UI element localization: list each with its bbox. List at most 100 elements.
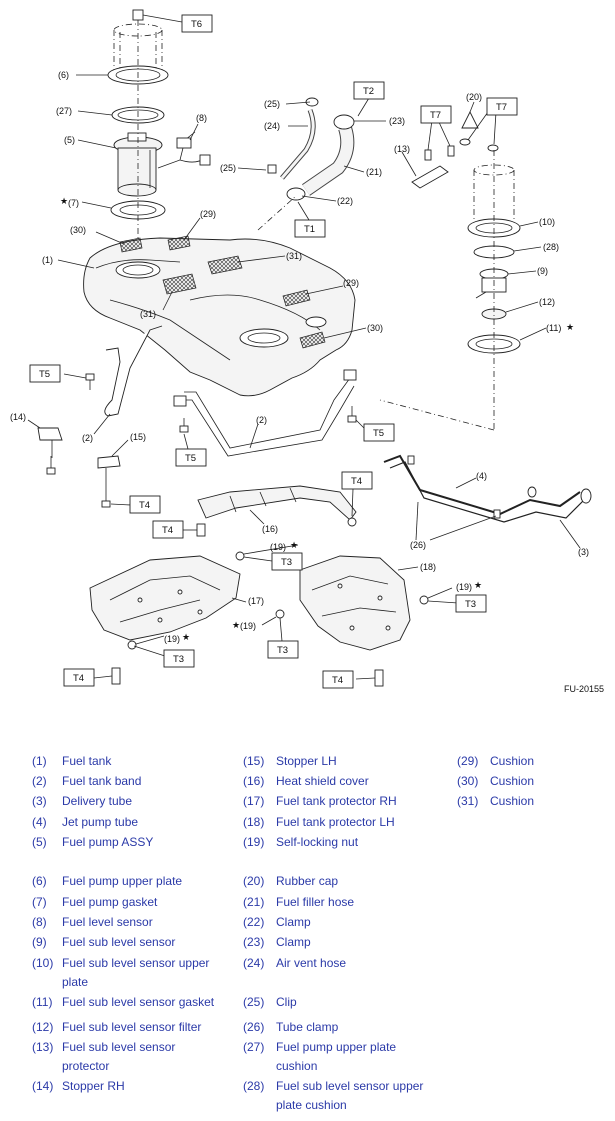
callout-5: (5) — [64, 135, 75, 145]
svg-text:T3: T3 — [465, 599, 476, 610]
legend-item-name: Stopper RH — [62, 1079, 125, 1093]
torque-box-t1: T1 — [294, 219, 326, 238]
cushion-30-pad — [119, 237, 143, 253]
svg-text:T2: T2 — [363, 86, 374, 97]
nut-icon — [235, 551, 245, 561]
legend-item-number: (29) — [457, 754, 479, 768]
legend-item-number: (12) — [32, 1020, 54, 1034]
legend-item-name-continued: cushion — [276, 1059, 318, 1073]
bolt-icon — [179, 418, 189, 433]
sub-level-sensor-stack — [379, 110, 521, 431]
callout-24: (24) — [264, 121, 280, 131]
torque-boxes: T6 T2 T7 T7 T1 T5 T5 T5 T4 T4 T4 T3 T3 T… — [29, 14, 518, 689]
callout-6: (6) — [58, 70, 69, 80]
callout-numbers: (6) (27) (5) (8) ★ (7) (30) (29) (1) (31… — [10, 70, 589, 644]
legend-item-name: Fuel sub level sensor gasket — [62, 995, 215, 1009]
legend-item-number: (25) — [243, 995, 265, 1009]
ring-nut-icon — [132, 9, 144, 21]
callout-2: (2) — [256, 415, 267, 425]
callout-21: (21) — [366, 167, 382, 177]
legend-item-number: (16) — [243, 774, 265, 788]
svg-text:T4: T4 — [139, 500, 150, 511]
callout-7: (7) — [68, 198, 79, 208]
legend-item-name: Stopper LH — [276, 754, 337, 768]
svg-text:T7: T7 — [496, 102, 507, 113]
legend-item-number: (31) — [457, 794, 479, 808]
callout-19: (19) — [240, 621, 256, 631]
torque-box-t4: T4 — [129, 495, 161, 514]
torque-box-t4: T4 — [322, 670, 354, 689]
fuel-level-sensor — [157, 131, 211, 169]
legend-item-name: Fuel sub level sensor filter — [62, 1020, 202, 1034]
legend-item-name: Cushion — [490, 754, 535, 768]
svg-text:T7: T7 — [430, 110, 441, 121]
torque-box-t5: T5 — [363, 423, 395, 442]
callout-16: (16) — [262, 524, 278, 534]
torque-box-t5: T5 — [175, 448, 207, 467]
bolt-icon — [374, 669, 384, 687]
pump-opening — [115, 261, 161, 279]
legend-item-name: Fuel level sensor — [62, 915, 153, 929]
svg-text:T4: T4 — [332, 675, 343, 686]
fuel-tank — [83, 235, 356, 397]
nut-icon — [127, 640, 137, 650]
svg-text:T4: T4 — [73, 673, 84, 684]
callout-17: (17) — [248, 596, 264, 606]
callout-27: (27) — [56, 106, 72, 116]
svg-text:T5: T5 — [185, 453, 196, 464]
legend-item-name: Fuel filler hose — [276, 895, 355, 909]
bolt-icon — [101, 490, 111, 508]
torque-box-t6: T6 — [181, 14, 213, 33]
fuel-tank-protector-lh — [299, 555, 411, 651]
bolt-icon — [85, 373, 95, 390]
callout-1: (1) — [42, 255, 53, 265]
legend-item-name: Air vent hose — [276, 956, 347, 970]
legend-item-number: (14) — [32, 1079, 54, 1093]
bolt-icon — [196, 523, 206, 537]
cushion-31-pad-left — [162, 273, 197, 295]
legend-item-number: (28) — [243, 1079, 265, 1093]
legend-item-number: (2) — [32, 774, 47, 788]
callout-30: (30) — [70, 225, 86, 235]
legend-item-number: (5) — [32, 835, 47, 849]
leader-lines — [27, 14, 581, 680]
legend-item-name: Fuel sub level sensor upper — [276, 1079, 424, 1093]
callout-2: (2) — [82, 433, 93, 443]
torque-box-t4: T4 — [341, 471, 373, 490]
callout-31: (31) — [286, 251, 302, 261]
legend-item-name: Fuel pump upper plate — [62, 874, 183, 888]
fuel-tank-bands — [104, 325, 357, 457]
nut-icon — [419, 595, 429, 605]
sub-level-opening — [239, 328, 289, 348]
svg-text:T5: T5 — [39, 369, 50, 380]
legend-item-number: (4) — [32, 815, 47, 829]
legend-item-number: (9) — [32, 935, 47, 949]
legend-item-number: (19) — [243, 835, 265, 849]
filler-hoses — [257, 97, 355, 231]
callout-29: (29) — [343, 278, 359, 288]
stopper-lh — [97, 455, 121, 490]
legend-item-number: (21) — [243, 895, 265, 909]
callout-9: (9) — [537, 266, 548, 276]
legend-item-number: (3) — [32, 794, 47, 808]
cushion-31-pad-right — [207, 255, 243, 275]
star-mark: ★ — [474, 580, 482, 590]
callout-8: (8) — [196, 113, 207, 123]
nut-icon — [275, 609, 285, 619]
callout-28: (28) — [543, 242, 559, 252]
legend-item-number: (30) — [457, 774, 479, 788]
legend-item-name: Clip — [276, 995, 297, 1009]
fuel-pump-stack — [107, 9, 211, 290]
legend-item-name: Jet pump tube — [62, 815, 139, 829]
callout-14: (14) — [10, 412, 26, 422]
torque-box-t4: T4 — [63, 668, 95, 687]
legend-item-name: Clamp — [276, 935, 311, 949]
callout-29: (29) — [200, 209, 216, 219]
legend-item-number: (20) — [243, 874, 265, 888]
legend-item-number: (23) — [243, 935, 265, 949]
legend-item-name-continued: protector — [62, 1059, 110, 1073]
legend-item-number: (27) — [243, 1040, 265, 1054]
legend-item-name: Heat shield cover — [276, 774, 369, 788]
callout-25: (25) — [220, 163, 236, 173]
cushion-29-pad-rear — [282, 289, 311, 307]
